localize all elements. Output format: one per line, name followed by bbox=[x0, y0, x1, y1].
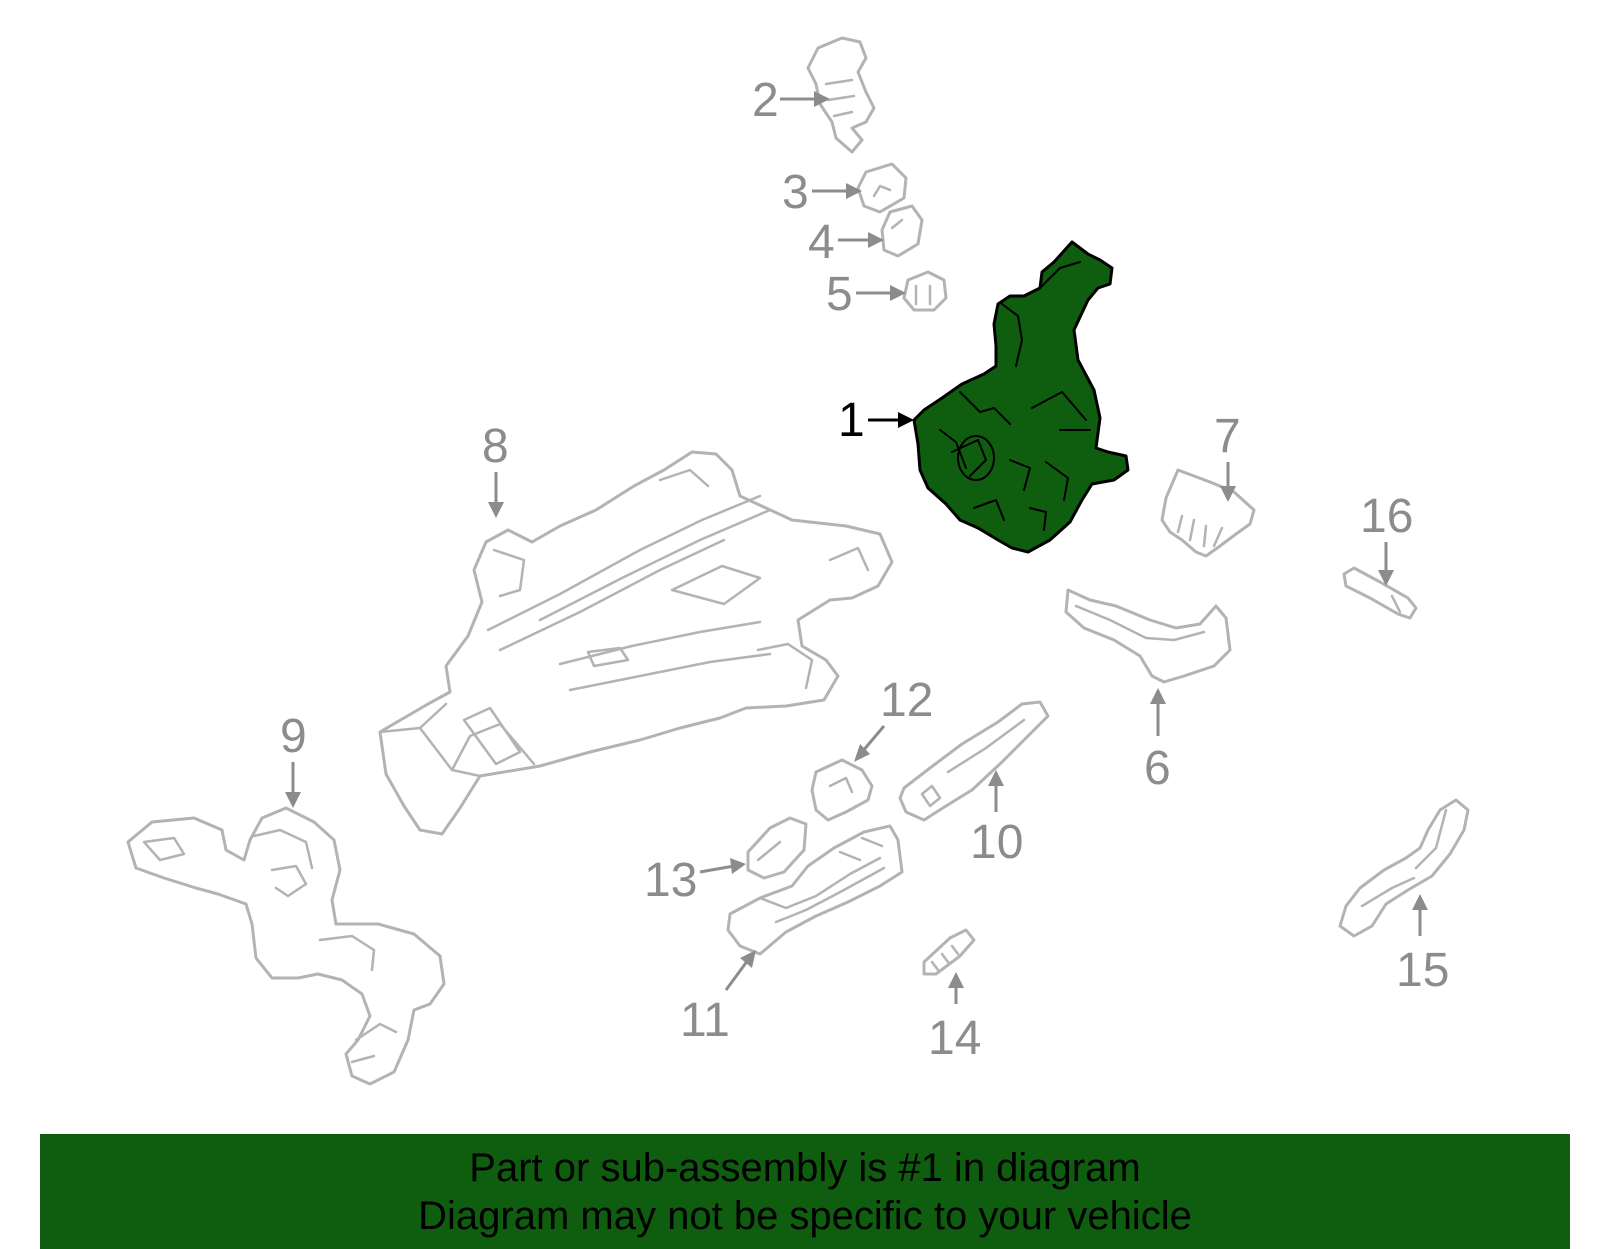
callout-label-16: 16 bbox=[1360, 490, 1413, 543]
part-3-cap bbox=[856, 162, 908, 214]
part-11-track bbox=[726, 824, 904, 956]
part-6-bracket bbox=[1064, 588, 1232, 684]
parts-diagram: 1 2 3 4 5 6 7 8 9 bbox=[126, 36, 1470, 1086]
part-9-mount bbox=[126, 806, 446, 1086]
callout-15: 15 bbox=[1396, 894, 1449, 997]
callout-label-6: 6 bbox=[1144, 742, 1171, 795]
callout-13: 13 bbox=[644, 854, 746, 907]
part-15-bracket bbox=[1338, 798, 1470, 938]
callout-9: 9 bbox=[280, 710, 307, 808]
callout-label-2: 2 bbox=[752, 74, 779, 127]
callout-8: 8 bbox=[482, 420, 509, 518]
callout-1: 1 bbox=[838, 394, 914, 447]
callout-2: 2 bbox=[752, 74, 830, 127]
callout-label-1: 1 bbox=[838, 394, 865, 447]
callout-16: 16 bbox=[1360, 490, 1413, 586]
part-7-bracket bbox=[1160, 468, 1256, 558]
part-10-arm bbox=[898, 700, 1050, 822]
callout-10: 10 bbox=[970, 770, 1023, 869]
callout-label-3: 3 bbox=[782, 166, 809, 219]
callout-label-13: 13 bbox=[644, 854, 697, 907]
callout-7: 7 bbox=[1214, 410, 1241, 502]
part-13-pad bbox=[746, 816, 808, 880]
part-12-block bbox=[810, 758, 874, 822]
callout-12: 12 bbox=[854, 674, 933, 762]
part-14-pin bbox=[922, 928, 976, 976]
callout-label-12: 12 bbox=[880, 674, 933, 727]
callout-14: 14 bbox=[928, 972, 981, 1065]
callout-label-4: 4 bbox=[808, 216, 835, 269]
callout-label-9: 9 bbox=[280, 710, 307, 763]
info-banner: Part or sub-assembly is #1 in diagram Di… bbox=[40, 1134, 1570, 1249]
part-1-highlighted bbox=[912, 240, 1130, 554]
part-16-pin bbox=[1342, 566, 1418, 620]
callout-5: 5 bbox=[826, 268, 906, 321]
part-5-nut bbox=[902, 270, 948, 312]
part-4-washer bbox=[880, 204, 924, 258]
callout-label-7: 7 bbox=[1214, 410, 1241, 463]
callout-6: 6 bbox=[1144, 688, 1171, 795]
callout-label-5: 5 bbox=[826, 268, 853, 321]
callout-label-8: 8 bbox=[482, 420, 509, 473]
callout-label-11: 11 bbox=[680, 994, 730, 1047]
callout-3: 3 bbox=[782, 166, 862, 219]
banner-line-1: Part or sub-assembly is #1 in diagram bbox=[469, 1146, 1141, 1190]
callout-label-15: 15 bbox=[1396, 944, 1449, 997]
part-8-frame bbox=[378, 450, 894, 836]
callout-11: 11 bbox=[680, 950, 756, 1047]
banner-line-2: Diagram may not be specific to your vehi… bbox=[418, 1194, 1192, 1238]
callout-label-10: 10 bbox=[970, 816, 1023, 869]
callout-label-14: 14 bbox=[928, 1012, 981, 1065]
callout-4: 4 bbox=[808, 216, 884, 269]
